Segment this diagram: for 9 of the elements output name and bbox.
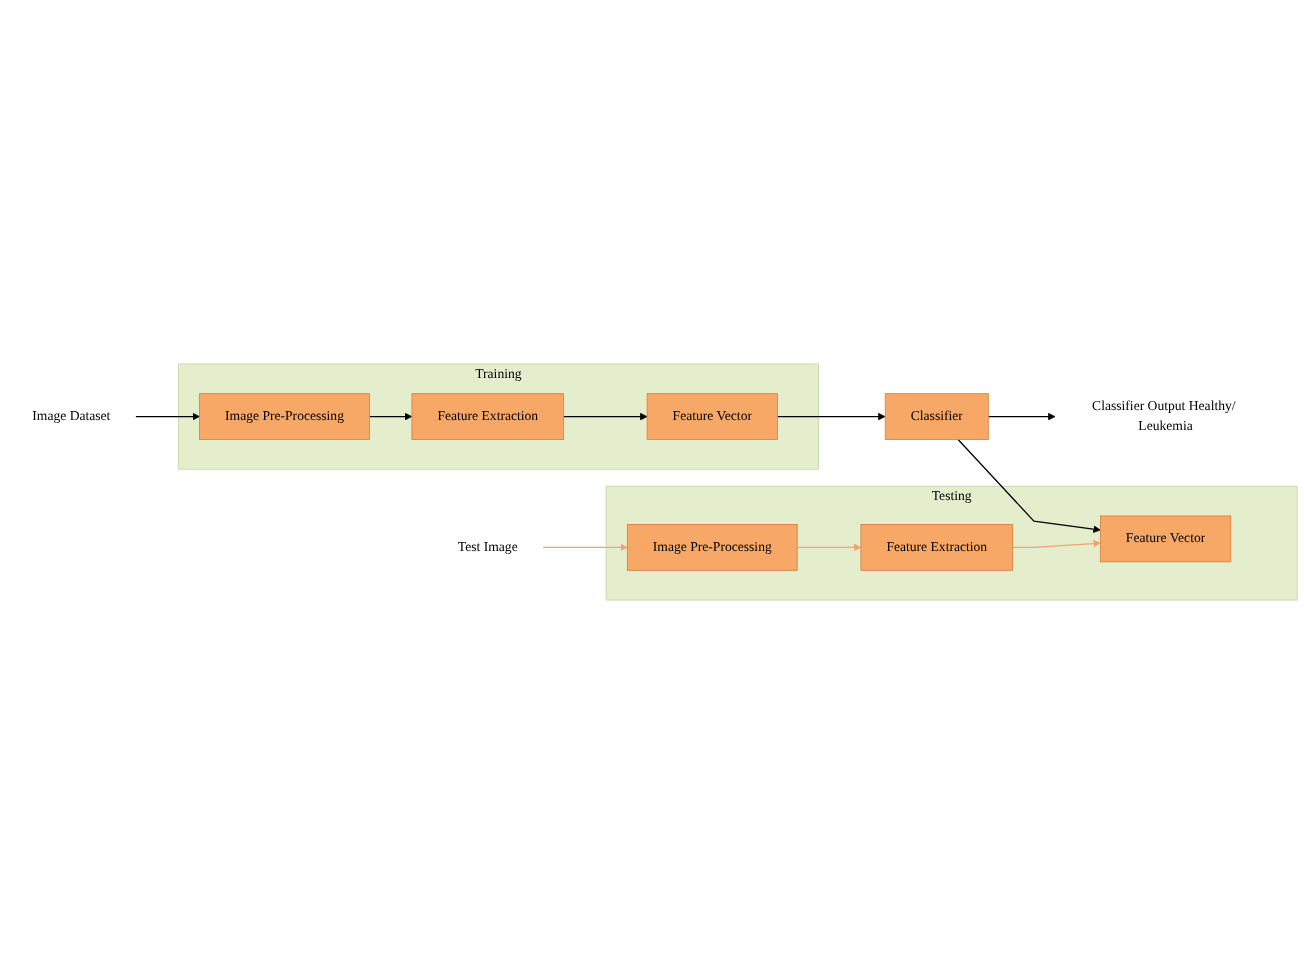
arrow [796, 543, 862, 552]
arrow [135, 412, 200, 421]
arrow [987, 412, 1056, 421]
arrow [542, 543, 628, 552]
arrow [957, 438, 1101, 533]
arrow [563, 412, 648, 421]
arrow [1012, 539, 1101, 549]
arrow [368, 412, 413, 421]
arrow [776, 412, 886, 421]
